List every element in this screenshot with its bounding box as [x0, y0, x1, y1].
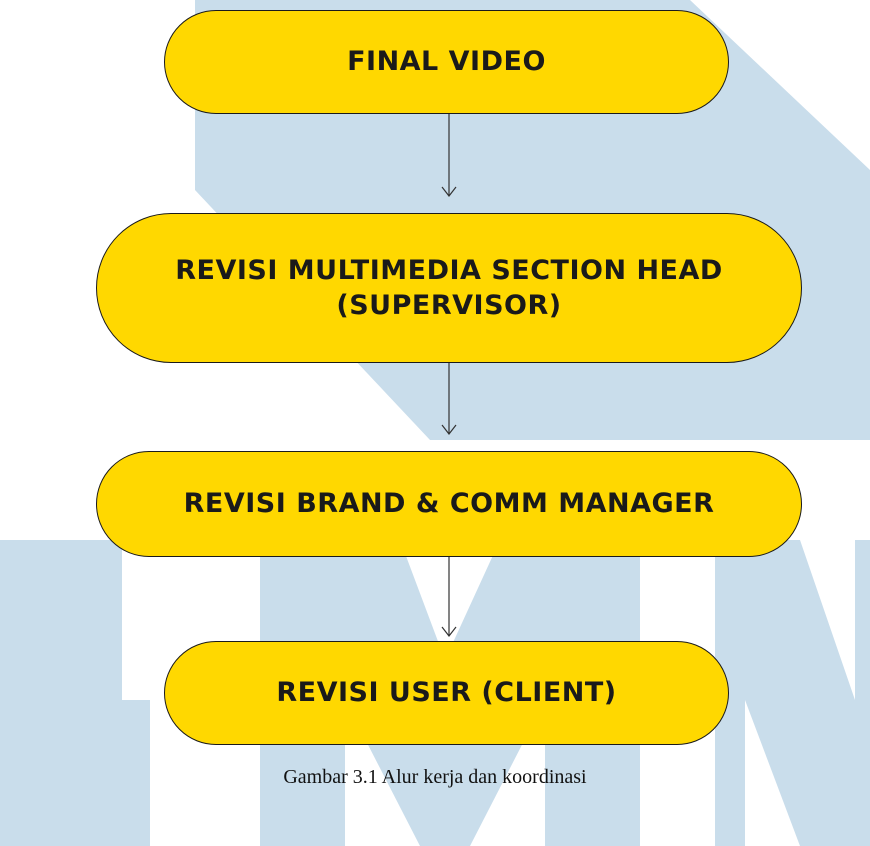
arrowhead-n2-n3 — [441, 424, 457, 435]
node-final-video: FINAL VIDEO — [164, 10, 729, 114]
node-label: REVISI BRAND & COMM MANAGER — [183, 488, 715, 520]
arrowhead-n1-n2 — [441, 186, 457, 197]
node-label-line-2: (SUPERVISOR) — [336, 290, 562, 321]
node-revisi-brand-manager: REVISI BRAND & COMM MANAGER — [96, 451, 802, 557]
node-revisi-supervisor: REVISI MULTIMEDIA SECTION HEAD (SUPERVIS… — [96, 213, 802, 363]
arrowhead-n3-n4 — [441, 626, 457, 637]
node-label-line-1: REVISI MULTIMEDIA SECTION HEAD — [175, 254, 723, 286]
node-label: REVISI USER (CLIENT) — [276, 677, 617, 709]
node-label: FINAL VIDEO — [347, 46, 546, 78]
node-revisi-user-client: REVISI USER (CLIENT) — [164, 641, 729, 745]
figure-caption: Gambar 3.1 Alur kerja dan koordinasi — [283, 766, 587, 788]
